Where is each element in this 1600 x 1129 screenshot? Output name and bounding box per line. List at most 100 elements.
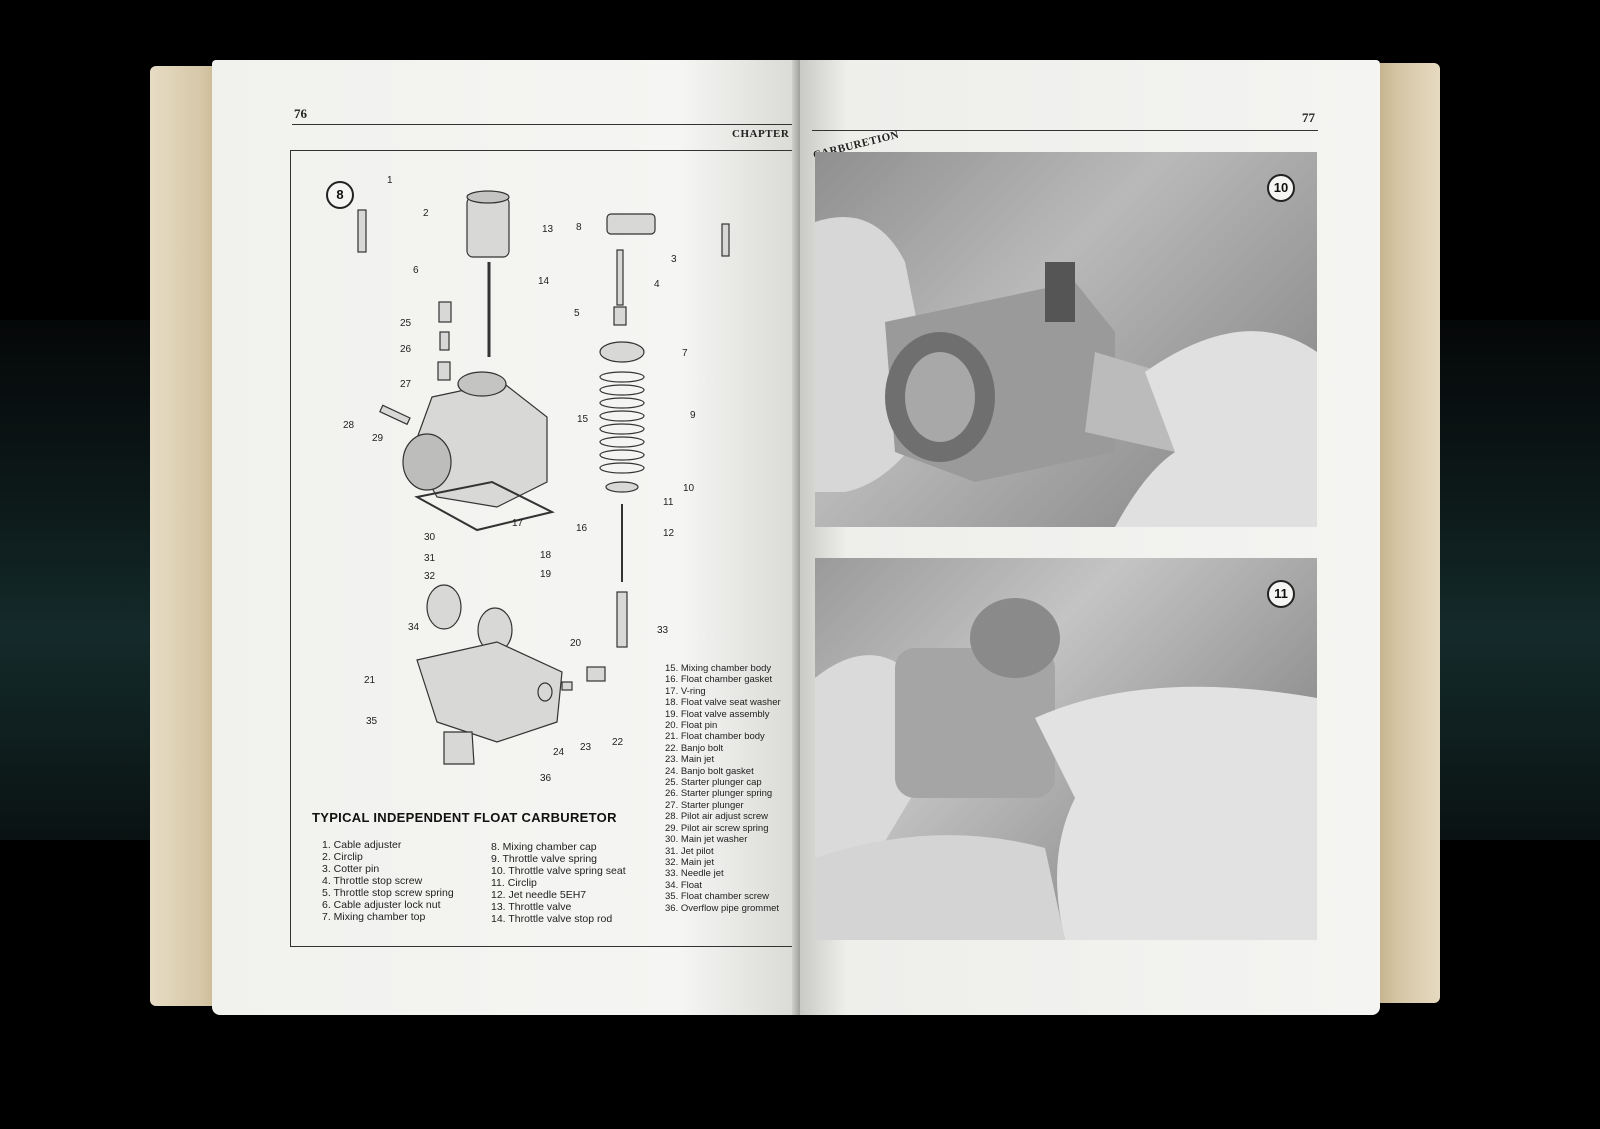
- carburetor-exploded-diagram: [357, 190, 730, 765]
- legend-item: 8. Mixing chamber cap: [491, 841, 597, 853]
- callout-label: 8: [576, 222, 582, 233]
- legend-item: 23. Main jet: [665, 754, 715, 766]
- legend-item: 36. Overflow pipe grommet: [665, 902, 780, 914]
- spring-seat-part: [605, 481, 639, 493]
- stop-screw-spring-part: [613, 306, 627, 326]
- callout-label: 29: [372, 433, 384, 444]
- legend-column-2: 8. Mixing chamber cap 9. Throttle valve …: [491, 841, 626, 925]
- carburetor-photo-10: [815, 217, 1317, 527]
- photo-badge: 10: [1267, 174, 1295, 202]
- callout-label: 31: [424, 553, 436, 564]
- callout-label: 19: [540, 569, 552, 580]
- legend-item: 14. Throttle valve stop rod: [491, 913, 613, 925]
- figure-badge: 8: [326, 181, 354, 209]
- float-chamber-gasket-part: [414, 480, 555, 532]
- legend-column-1: 1. Cable adjuster 2. Circlip 3. Cotter p…: [322, 839, 454, 923]
- legend-item: 25. Starter plunger cap: [665, 777, 762, 789]
- legend-item: 27. Starter plunger: [665, 799, 744, 811]
- legend-item: 5. Throttle stop screw spring: [322, 887, 454, 899]
- callout-label: 35: [366, 716, 378, 727]
- legend-item: 2. Circlip: [322, 851, 363, 863]
- right-page-number: 77: [1302, 110, 1315, 125]
- banjo-bolt-part: [586, 666, 606, 682]
- callout-label: 21: [364, 675, 376, 686]
- mixing-chamber-cap-part: [606, 213, 656, 235]
- legend-item: 30. Main jet washer: [665, 834, 748, 846]
- legend-item: 22. Banjo bolt: [665, 742, 724, 754]
- legend-item: 32. Main jet: [665, 856, 715, 868]
- callout-label: 12: [663, 528, 675, 539]
- legend-item: 9. Throttle valve spring: [491, 853, 598, 865]
- callout-label: 10: [683, 483, 695, 494]
- left-page-number: 76: [294, 106, 307, 121]
- cable-adjuster-part-right: [721, 223, 730, 257]
- callout-label: 36: [540, 773, 552, 784]
- callout-label: 22: [612, 737, 624, 748]
- legend-item: 28. Pilot air adjust screw: [665, 811, 768, 823]
- callout-label: 24: [553, 747, 565, 758]
- legend-column-3: 15. Mixing chamber body 16. Float chambe…: [665, 663, 781, 914]
- banjo-gasket-part: [537, 682, 553, 702]
- callout-label: 26: [400, 344, 412, 355]
- legend-item: 1. Cable adjuster: [322, 839, 402, 851]
- left-header-rule: [292, 124, 796, 125]
- legend-item: 19. Float valve assembly: [665, 708, 770, 720]
- callout-label: 13: [542, 224, 554, 235]
- main-jet-part: [561, 681, 573, 691]
- legend-item: 35. Float chamber screw: [665, 891, 770, 903]
- callout-label: 14: [538, 276, 550, 287]
- carburetor-photo-11: [815, 598, 1317, 940]
- legend-item: 6. Cable adjuster lock nut: [322, 899, 441, 911]
- callout-label: 33: [657, 625, 669, 636]
- legend-item: 16. Float chamber gasket: [665, 674, 773, 686]
- legend-item: 15. Mixing chamber body: [665, 663, 772, 674]
- callout-label: 23: [580, 742, 592, 753]
- callout-label: 34: [408, 622, 420, 633]
- legend-item: 18. Float valve seat washer: [665, 697, 781, 709]
- callout-label: 25: [400, 318, 412, 329]
- callout-label: 30: [424, 532, 436, 543]
- callout-label: 4: [654, 279, 660, 290]
- photo-figure-10: 10: [815, 152, 1317, 527]
- callout-label: 3: [671, 254, 677, 265]
- legend-item: 31. Jet pilot: [665, 845, 714, 857]
- legend-item: 13. Throttle valve: [491, 901, 572, 913]
- starter-plunger-part: [437, 361, 451, 381]
- legend-item: 26. Starter plunger spring: [665, 788, 773, 800]
- legend-item: 17. V-ring: [665, 685, 706, 697]
- book-edge-right: [1380, 63, 1440, 1003]
- overflow-grommet-part: [443, 731, 475, 765]
- starter-plunger-cap-part: [438, 301, 452, 323]
- callout-label: 7: [682, 348, 688, 359]
- callout-label: 28: [343, 420, 355, 431]
- legend-item: 20. Float pin: [665, 720, 718, 732]
- callout-label: 18: [540, 550, 552, 561]
- float-part: [426, 584, 462, 630]
- throttle-valve-part: [466, 196, 510, 258]
- throttle-stop-screw-part: [616, 249, 624, 306]
- legend-item: 11. Circlip: [491, 877, 537, 889]
- callout-label: 17: [512, 518, 524, 529]
- throttle-valve-spring-part: [599, 371, 645, 474]
- callout-label: 6: [413, 265, 419, 276]
- right-header-rule: [812, 130, 1318, 131]
- callout-label: 15: [577, 414, 589, 425]
- figure-title: TYPICAL INDEPENDENT FLOAT CARBURETOR: [312, 810, 617, 825]
- callout-label: 32: [424, 571, 436, 582]
- callout-label: 9: [690, 410, 696, 421]
- legend-item: 3. Cotter pin: [322, 863, 380, 875]
- pilot-air-screw-part: [379, 404, 411, 426]
- callout-label: 1: [387, 175, 393, 186]
- cable-adjuster-part: [357, 209, 367, 253]
- legend-item: 12. Jet needle 5EH7: [491, 889, 587, 901]
- legend-item: 29. Pilot air screw spring: [665, 822, 769, 834]
- starter-plunger-spring-part: [439, 331, 450, 351]
- callout-label: 5: [574, 308, 580, 319]
- float-chamber-body-part: [416, 641, 563, 743]
- photo-badge: 11: [1267, 580, 1295, 608]
- book-edge-left: [150, 66, 220, 1006]
- callout-label: 27: [400, 379, 412, 390]
- mixing-chamber-top-part: [599, 341, 645, 363]
- legend-item: 7. Mixing chamber top: [322, 911, 426, 923]
- photo-figure-11: 11: [815, 558, 1317, 940]
